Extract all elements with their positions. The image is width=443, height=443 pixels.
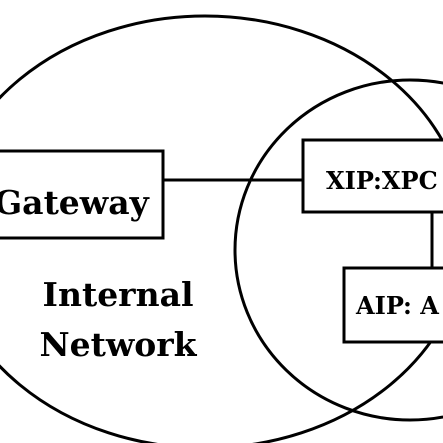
internal-network-label-line2: Network: [39, 325, 197, 364]
inner-network-ellipse: [233, 78, 443, 422]
internal-network-label-line1: Internal: [43, 275, 194, 314]
aip-box-label: AIP: A: [355, 291, 439, 320]
gateway-box: [0, 149, 165, 240]
xip-box: [301, 138, 443, 214]
outer-network-ellipse: [0, 14, 443, 443]
xip-box-label: XIP:XPC: [326, 166, 438, 195]
aip-box: [342, 266, 443, 344]
gateway-label: Gateway: [0, 183, 150, 222]
